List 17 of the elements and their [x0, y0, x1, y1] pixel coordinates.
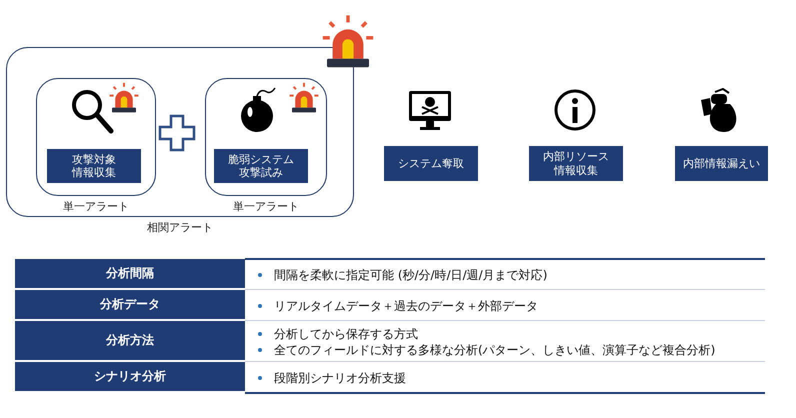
alert-label-box: 脆弱システム攻撃試み: [214, 149, 308, 183]
group-caption: 単一アラート: [62, 199, 130, 214]
row-header: 分析方法: [15, 321, 245, 360]
alert-label-box: 内部リソース情報収集: [529, 146, 623, 181]
alert-label-box: 内部情報漏えい: [675, 146, 768, 181]
group-caption: 相関アラート: [146, 220, 214, 235]
group-caption: 単一アラート: [232, 199, 300, 214]
row-header: 分析間隔: [15, 259, 245, 288]
alert-label-box: システム奪取: [384, 146, 478, 181]
row-header: 分析データ: [15, 290, 245, 319]
bullet-text: 全てのフィールドに対する多様な分析(パターン、しきい値、演算子など複合分析): [274, 342, 716, 358]
row-header: シナリオ分析: [15, 362, 245, 391]
bullet-text: 分析してから保存する方式: [274, 326, 418, 342]
bullet-text: 間隔を柔軟に指定可能 (秒/分/時/日/週/月まで対応): [274, 266, 548, 282]
bullet-text: リアルタイムデータ＋過去のデータ＋外部データ: [274, 298, 538, 314]
bullet-text: 段階別シナリオ分析支援: [274, 370, 406, 386]
alert-label-box: 攻撃対象情報収集: [47, 149, 141, 183]
